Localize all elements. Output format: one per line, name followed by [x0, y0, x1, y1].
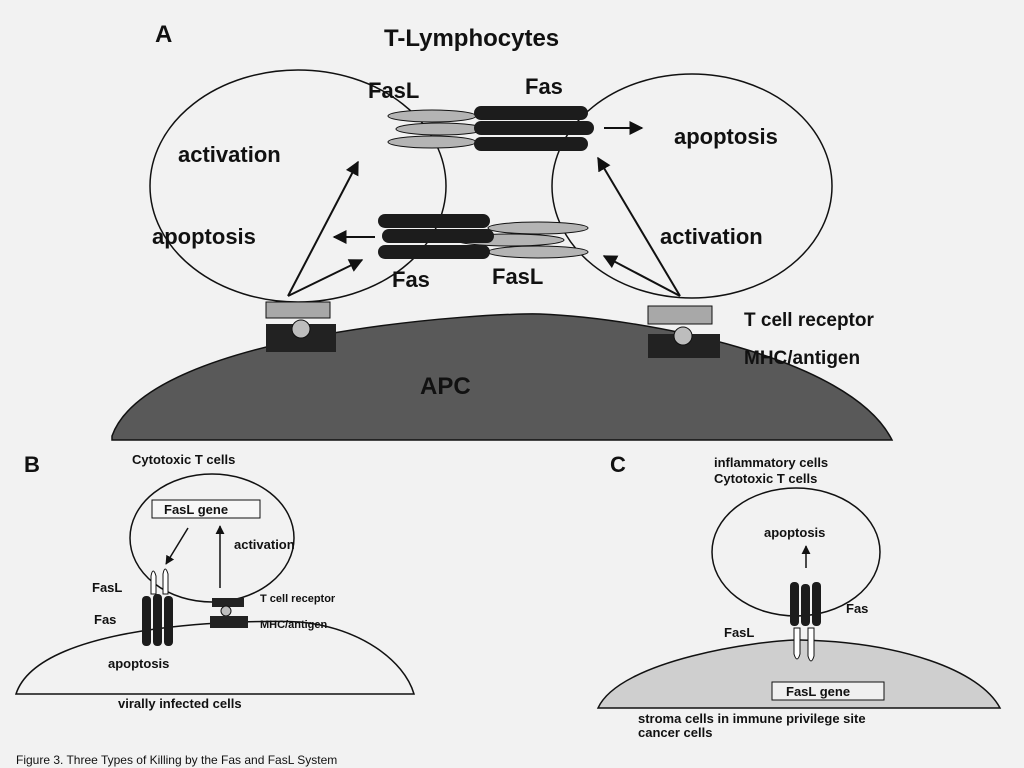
apoptosis-label-b: apoptosis: [108, 656, 169, 671]
fasl-molecule-b: [150, 568, 169, 595]
panel-c-bottom-line2: cancer cells: [638, 725, 712, 740]
fasl-label-c: FasL: [724, 625, 754, 640]
left-cell-activation: activation: [178, 142, 281, 167]
right-cell-apoptosis: apoptosis: [674, 124, 778, 149]
panel-a-letter: A: [155, 21, 172, 48]
fas-molecule-c: [790, 582, 821, 626]
target-cell-label-b: virally infected cells: [118, 696, 242, 711]
t-cell-right: [551, 73, 833, 299]
apoptosis-label-c: apoptosis: [764, 525, 825, 540]
upper-fas-label: Fas: [525, 74, 563, 99]
fasl-gene-label-c: FasL gene: [786, 684, 850, 699]
fasl-gene-label-b: FasL gene: [164, 502, 228, 517]
tcr-label-a: T cell receptor: [744, 310, 874, 331]
mhc-label-a: MHC/antigen: [744, 348, 860, 369]
figure-caption: Figure 3. Three Types of Killing by the …: [16, 753, 337, 767]
panel-b: B Cytotoxic T cells FasL gene activation…: [14, 452, 416, 711]
tcr-mhc-complex-b: [210, 598, 248, 628]
arrow-left-activation: [287, 160, 359, 297]
right-cell-activation: activation: [660, 224, 763, 249]
upper-fas-molecule: [474, 106, 594, 151]
fasl-gene-box-c: [771, 681, 885, 701]
apc-label: APC: [420, 373, 471, 400]
left-cell-apoptosis: apoptosis: [152, 224, 256, 249]
panel-c-title-line2: Cytotoxic T cells: [714, 471, 817, 486]
mhc-label-b: MHC/antigen: [260, 619, 328, 631]
arrow-right-to-fasl: [602, 255, 681, 297]
fasl-label-b: FasL: [92, 580, 122, 595]
lower-fasl-label: FasL: [492, 264, 543, 289]
panel-a: A T-Lymphocytes APC activation apoptosis…: [111, 21, 894, 441]
upper-fasl-label: FasL: [368, 78, 419, 103]
panel-b-cell-title: Cytotoxic T cells: [132, 452, 235, 467]
fasl-gene-box-b: [151, 499, 261, 519]
fas-label-c: Fas: [846, 601, 868, 616]
right-tcr-mhc-complex: [647, 305, 720, 358]
lower-fas-label: Fas: [392, 267, 430, 292]
apc-cell: [111, 313, 894, 441]
panel-c: C inflammatory cells Cytotoxic T cells a…: [596, 452, 1002, 740]
tcr-label-b: T cell receptor: [260, 593, 336, 605]
panel-c-letter: C: [610, 452, 626, 477]
fasl-molecule-c: [793, 627, 815, 662]
arrow-right-activation: [597, 156, 681, 297]
virally-infected-cell: [14, 620, 416, 695]
panel-c-title-line1: inflammatory cells: [714, 455, 828, 470]
upper-fasl-molecule: [387, 109, 485, 149]
panel-b-letter: B: [24, 452, 40, 477]
left-tcr-mhc-complex: [265, 301, 336, 352]
lower-fas-molecule: [378, 214, 494, 259]
fas-label-b: Fas: [94, 612, 116, 627]
arrow-left-to-fas: [287, 259, 364, 297]
panel-c-bottom-line1: stroma cells in immune privilege site: [638, 711, 866, 726]
activation-label-b: activation: [234, 537, 295, 552]
panel-a-title: T-Lymphocytes: [384, 25, 559, 52]
arrow-gene-to-fasl: [165, 527, 189, 565]
fas-molecule-b: [142, 594, 173, 646]
